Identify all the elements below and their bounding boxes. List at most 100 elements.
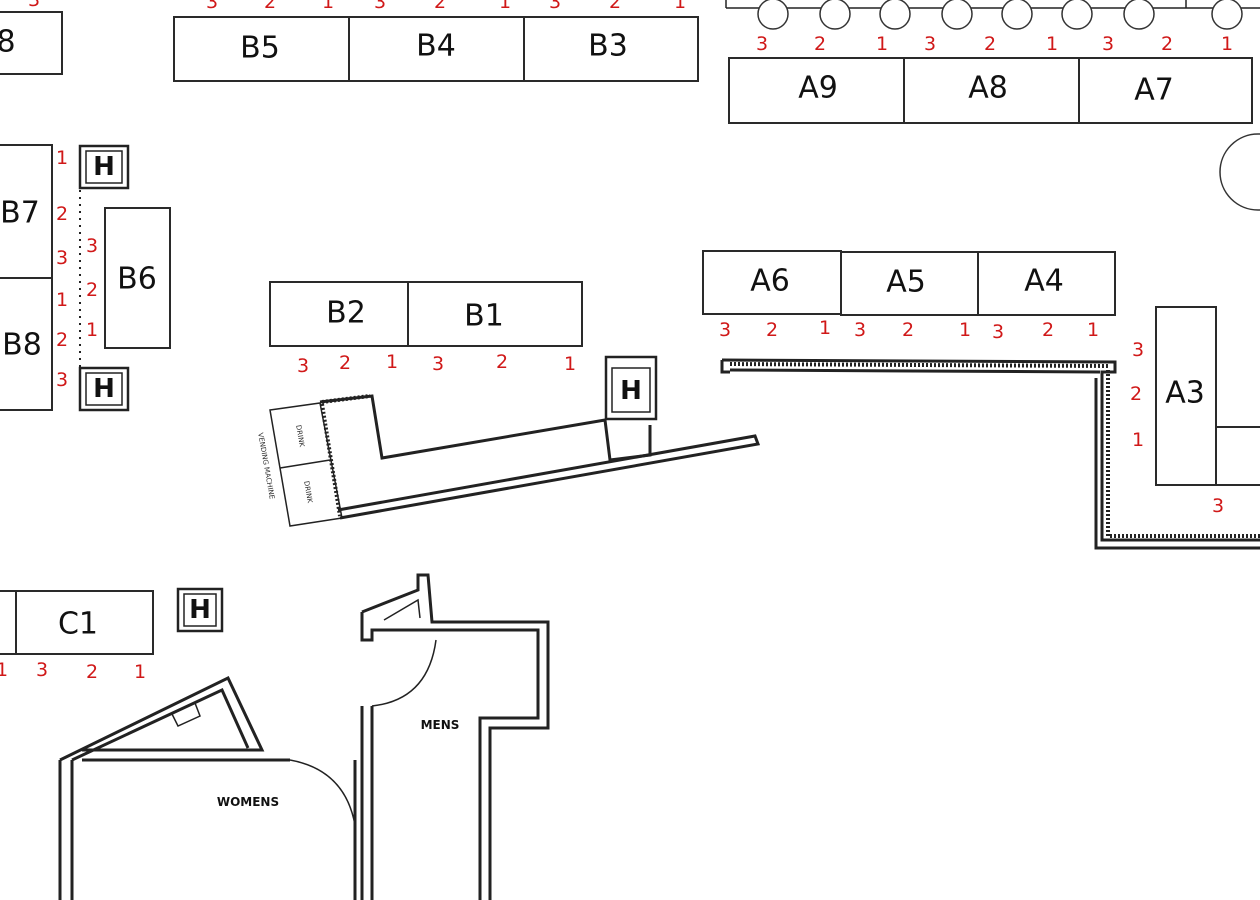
table-a7[interactable]: A7 (1078, 57, 1253, 124)
table-b8[interactable]: B8 (0, 277, 53, 411)
stool-icon (757, 0, 1243, 30)
table-a5[interactable]: A5 (840, 251, 979, 316)
table-a2-partial[interactable] (1215, 426, 1260, 486)
table-a9[interactable]: A9 (728, 57, 905, 124)
svg-text:3: 3 (432, 353, 444, 375)
table-a9-label: A9 (798, 71, 838, 106)
svg-text:2: 2 (1042, 319, 1054, 341)
table-a4[interactable]: A4 (977, 251, 1116, 316)
table-a3-label: A3 (1165, 376, 1205, 411)
table-b1[interactable]: B1 (407, 281, 583, 347)
svg-text:2: 2 (339, 352, 351, 374)
svg-text:3: 3 (549, 0, 561, 13)
mens-label: MENS (421, 718, 460, 732)
svg-text:2: 2 (56, 329, 68, 351)
svg-text:1: 1 (1087, 319, 1099, 341)
svg-text:1: 1 (1132, 429, 1144, 451)
svg-text:H: H (93, 374, 115, 404)
svg-text:3: 3 (1212, 495, 1224, 517)
b-top-seat-numbers: 3 2 1 3 2 1 3 2 1 (206, 0, 686, 13)
svg-text:3: 3 (28, 0, 40, 11)
table-a6-label: A6 (750, 264, 790, 299)
table-b4-label: B4 (416, 29, 456, 64)
a3-seat-numbers: 3 2 1 (1130, 339, 1144, 451)
table-a6[interactable]: A6 (702, 250, 842, 315)
table-b7-label: B7 (0, 196, 40, 231)
svg-text:2: 2 (766, 319, 778, 341)
table-a8-label: A8 (968, 71, 1008, 106)
table-b2[interactable]: B2 (269, 281, 409, 347)
b2-b1-seat-numbers: 3 2 1 3 2 1 (297, 351, 576, 377)
bar-counter (725, 0, 1260, 30)
svg-text:1: 1 (0, 659, 8, 681)
svg-text:3: 3 (1102, 33, 1114, 55)
svg-text:3: 3 (36, 659, 48, 681)
svg-text:1: 1 (1046, 33, 1058, 55)
table-b7[interactable]: B7 (0, 144, 53, 279)
right-wall (720, 358, 1260, 550)
restroom-walls (58, 573, 550, 900)
svg-text:3: 3 (756, 33, 768, 55)
svg-text:1: 1 (86, 319, 98, 341)
table-b5-label: B5 (240, 31, 280, 66)
table-b4[interactable]: B4 (348, 16, 525, 82)
c1-seat-numbers: 1 3 2 1 (0, 659, 146, 683)
table-c2-partial[interactable] (0, 590, 17, 655)
table-a8[interactable]: A8 (903, 57, 1080, 124)
round-table-partial[interactable] (1219, 133, 1260, 211)
svg-text:1: 1 (499, 0, 511, 13)
svg-text:1: 1 (819, 317, 831, 339)
svg-text:1: 1 (1221, 33, 1233, 55)
table-c1-label: C1 (58, 607, 98, 642)
table-b9-partial[interactable]: 8 (0, 11, 63, 75)
table-a3[interactable]: A3 (1155, 306, 1217, 486)
svg-text:2: 2 (86, 279, 98, 301)
table-b8-label: B8 (2, 328, 42, 363)
svg-text:2: 2 (434, 0, 446, 13)
svg-text:1: 1 (959, 319, 971, 341)
svg-text:2: 2 (1130, 383, 1142, 405)
h-stand-icon: H (78, 366, 130, 412)
h-stand-icon: H (78, 144, 130, 190)
svg-text:2: 2 (902, 319, 914, 341)
table-a7-label: A7 (1134, 73, 1174, 108)
table-b6[interactable]: B6 (104, 207, 171, 349)
svg-text:3: 3 (719, 319, 731, 341)
svg-text:2: 2 (1161, 33, 1173, 55)
svg-text:1: 1 (56, 147, 68, 169)
table-c1[interactable]: C1 (15, 590, 154, 655)
svg-text:1: 1 (674, 0, 686, 13)
table-b6-label: B6 (117, 262, 157, 297)
svg-text:1: 1 (322, 0, 334, 13)
svg-text:1: 1 (56, 289, 68, 311)
svg-text:3: 3 (992, 321, 1004, 343)
svg-text:3: 3 (297, 355, 309, 377)
svg-text:1: 1 (134, 661, 146, 683)
vending-label: VENDING MACHINE (256, 432, 276, 500)
svg-text:3: 3 (374, 0, 386, 13)
svg-text:2: 2 (264, 0, 276, 13)
table-b5[interactable]: B5 (173, 16, 350, 82)
svg-text:2: 2 (56, 203, 68, 225)
a-top-seat-numbers: 3 2 1 3 2 1 3 2 1 (756, 33, 1233, 55)
svg-text:3: 3 (206, 0, 218, 13)
svg-text:2: 2 (86, 661, 98, 683)
svg-text:1: 1 (876, 33, 888, 55)
svg-text:2: 2 (984, 33, 996, 55)
svg-text:1: 1 (386, 351, 398, 373)
drink-label-1: DRINK (294, 424, 306, 448)
svg-text:3: 3 (56, 369, 68, 391)
table-b3[interactable]: B3 (523, 16, 699, 82)
svg-text:H: H (93, 152, 115, 182)
drink-label-2: DRINK (302, 480, 314, 504)
a6-a4-seat-numbers: 3 2 1 3 2 1 3 2 1 (719, 317, 1099, 343)
svg-text:3: 3 (56, 247, 68, 269)
svg-text:1: 1 (564, 353, 576, 375)
b7-b8-seat-numbers: 1 2 3 1 2 3 (56, 147, 68, 391)
table-b9-label: 8 (0, 25, 16, 60)
svg-text:3: 3 (86, 235, 98, 257)
svg-text:3: 3 (924, 33, 936, 55)
table-a5-label: A5 (886, 265, 926, 300)
b6-seat-numbers: 3 2 1 (86, 235, 98, 341)
